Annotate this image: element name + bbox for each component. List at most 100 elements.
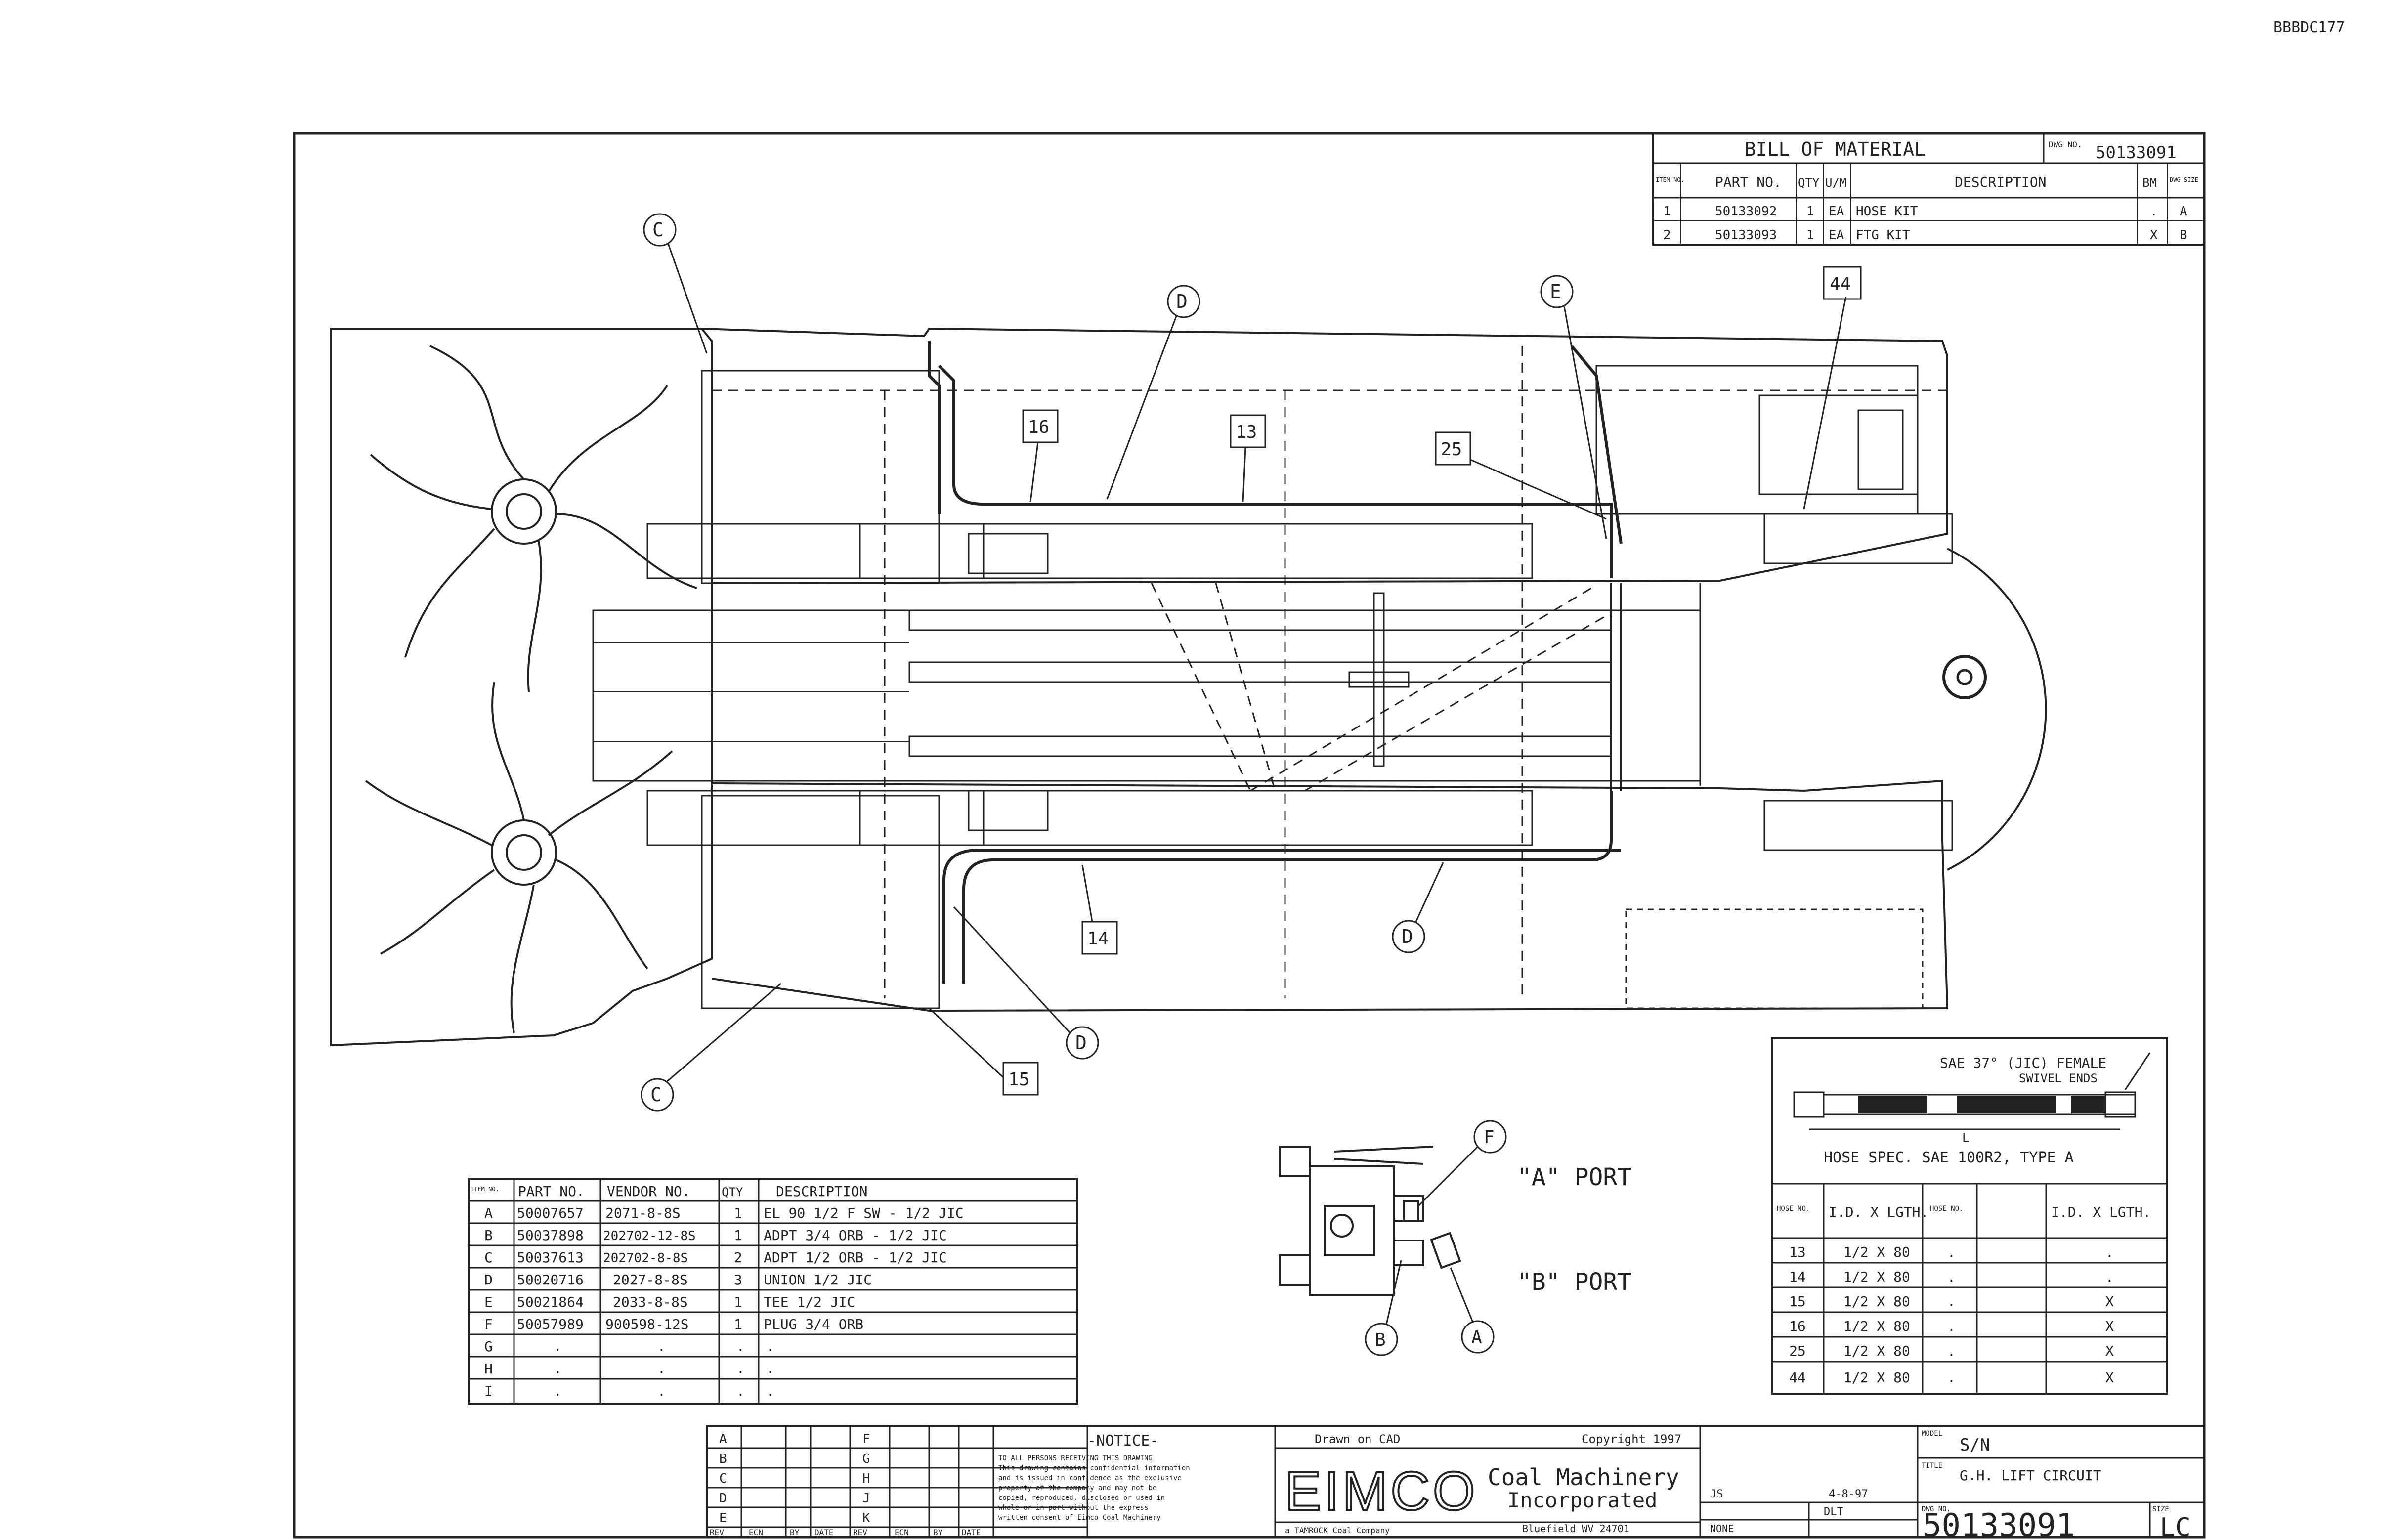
upper-hose-run-2	[928, 341, 941, 514]
dwg-no-label: DWG NO.	[1922, 1505, 1951, 1513]
fit-cell: 1	[734, 1205, 742, 1221]
fit-cell: 50057989	[517, 1316, 584, 1332]
valve-callouts	[1365, 1120, 1507, 1356]
bom-cell: X	[2150, 228, 2158, 243]
fit-cell: .	[736, 1361, 745, 1377]
upper-hose-run	[938, 364, 1613, 578]
company-parent: a TAMROCK Coal Company	[1285, 1526, 1390, 1535]
fit-cell: D	[484, 1272, 493, 1288]
bom-header-um: U/M	[1825, 176, 1846, 190]
fit-cell: B	[484, 1227, 493, 1243]
callout-b-valve: B	[1375, 1330, 1386, 1350]
rev-header: ECN	[749, 1528, 763, 1537]
hose-cell: .	[1947, 1318, 1956, 1334]
fit-cell: 1	[734, 1227, 742, 1243]
fit-header-item: ITEM NO.	[471, 1186, 499, 1193]
size-label: SIZE	[2152, 1505, 2169, 1513]
tail-roller	[1942, 655, 1987, 699]
fit-cell: 2033-8-8S	[613, 1294, 688, 1310]
bom-cell: A	[2180, 204, 2187, 219]
rev-letter: F	[862, 1432, 870, 1447]
title-block-text: A B C D E F G H J K REV ECN BY DATE REV …	[710, 1430, 2191, 1540]
callout-e-top: E	[1550, 281, 1561, 302]
callouts	[641, 213, 1847, 1112]
hose-tag-14: 14	[1087, 929, 1109, 949]
drawing-title: G.H. LIFT CIRCUIT	[1960, 1467, 2101, 1484]
scale: NONE	[1710, 1523, 1734, 1535]
bom-header-part: PART NO.	[1715, 174, 1782, 190]
notice-line: property of the company and may not be	[998, 1484, 1156, 1492]
bom-cell: 50133092	[1715, 204, 1777, 219]
hose-end-note-1: SAE 37° (JIC) FEMALE	[1940, 1055, 2106, 1071]
title-label: TITLE	[1922, 1462, 1942, 1470]
hose-cell: .	[1947, 1293, 1956, 1310]
rev-header: DATE	[814, 1528, 834, 1537]
bom-cell: 1	[1806, 228, 1814, 243]
callout-c-top: C	[652, 219, 664, 241]
hose-tag-44: 44	[1830, 274, 1851, 294]
company-name-1: Coal Machinery	[1488, 1464, 1679, 1491]
hose-cell: .	[1947, 1369, 1956, 1386]
lower-hose-run	[962, 791, 1613, 984]
fit-cell: 50021864	[517, 1294, 584, 1310]
fit-cell: H	[484, 1361, 493, 1377]
drawn-by: JS	[1710, 1488, 1723, 1500]
fit-cell: .	[657, 1383, 666, 1399]
fit-header-desc: DESCRIPTION	[776, 1183, 867, 1199]
bom-dwg-no: 50133091	[2096, 143, 2177, 163]
fit-cell: 50007657	[517, 1205, 584, 1221]
fit-header-qty: QTY	[722, 1185, 743, 1199]
checked-by: DLT	[1824, 1506, 1843, 1518]
hose-header-len-2: I.D. X LGTH.	[2051, 1204, 2151, 1220]
rev-letter: G	[862, 1452, 870, 1466]
rev-letter: H	[862, 1471, 870, 1486]
hose-cell: 13	[1789, 1244, 1806, 1260]
hose-cell: 1/2 X 80	[1843, 1293, 1910, 1310]
conveyor-deck	[592, 609, 1701, 782]
callout-f-valve: F	[1484, 1127, 1495, 1148]
hose-cell: X	[2105, 1343, 2114, 1359]
callout-d-bottom-right: D	[1402, 926, 1413, 947]
bom-cell: EA	[1829, 204, 1844, 219]
bom-cell: 1	[1663, 204, 1671, 219]
hose-spec-table	[1771, 1037, 2168, 1395]
rev-header: REV	[710, 1528, 724, 1537]
lower-star-wheel	[365, 682, 673, 1033]
gathering-arms	[365, 345, 697, 1033]
bom-cell: EA	[1829, 228, 1844, 243]
fit-cell: 50020716	[517, 1272, 584, 1288]
title-block	[706, 1425, 2205, 1538]
hose-cell: 1/2 X 80	[1843, 1269, 1910, 1285]
rev-letter: A	[719, 1432, 727, 1447]
upper-star-wheel	[370, 345, 697, 692]
bom-title: BILL OF MATERIAL	[1745, 138, 1926, 160]
rev-header: BY	[790, 1528, 800, 1537]
rev-header: DATE	[962, 1528, 981, 1537]
notice-line: written consent of Eimco Coal Machinery	[998, 1514, 1161, 1522]
fit-header-part: PART NO.	[518, 1183, 585, 1199]
bom-cell: .	[2150, 204, 2158, 219]
rev-letter: C	[719, 1471, 727, 1486]
bom-header-item: ITEM NO.	[1656, 176, 1684, 183]
rev-header: REV	[853, 1528, 867, 1537]
bom-cell: HOSE KIT	[1856, 204, 1918, 219]
hose-header-no-2: HOSE NO.	[1930, 1205, 1963, 1213]
fit-cell: ADPT 3/4 ORB - 1/2 JIC	[764, 1227, 947, 1243]
tee-hose	[1570, 345, 1623, 544]
hose-cell: .	[1947, 1269, 1956, 1285]
hose-tag-13: 13	[1236, 422, 1257, 442]
hose-header-len: I.D. X LGTH.	[1829, 1204, 1928, 1220]
drawn-on-cad: Drawn on CAD	[1315, 1432, 1400, 1446]
hose-tag-25: 25	[1441, 439, 1462, 460]
bom-cell: 1	[1806, 204, 1814, 219]
hose-tag-15: 15	[1008, 1069, 1029, 1090]
fit-cell: C	[484, 1249, 493, 1266]
notice-line: whole or in part without the express	[998, 1504, 1148, 1512]
port-a-label: "A" PORT	[1517, 1163, 1631, 1191]
fit-cell: .	[554, 1383, 562, 1399]
fit-cell: .	[736, 1338, 745, 1355]
rev-letter: B	[719, 1452, 727, 1466]
valve-detail	[1279, 1146, 1461, 1296]
fit-cell: 50037898	[517, 1227, 584, 1243]
hose-cell: 15	[1789, 1293, 1806, 1310]
